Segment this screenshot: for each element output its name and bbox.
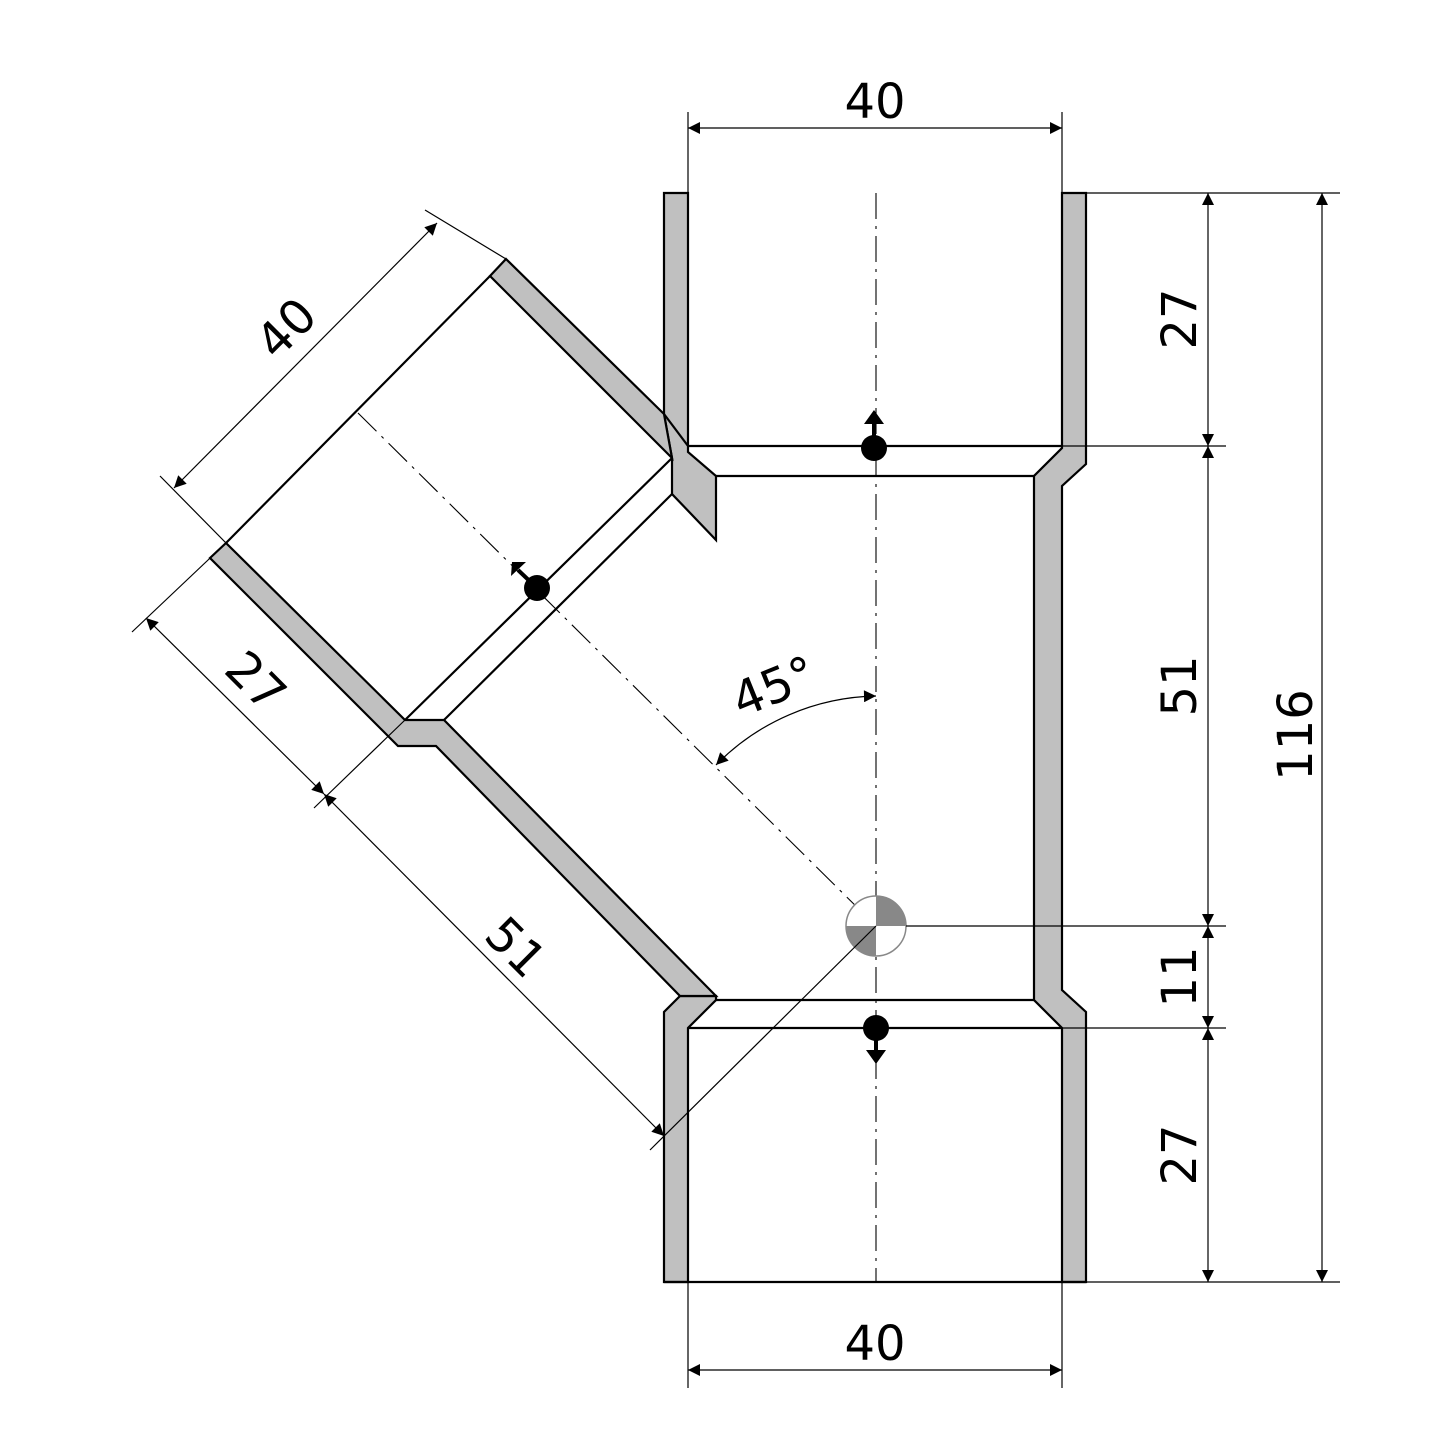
dim-branch-width: 40 — [245, 287, 328, 370]
main-right-wall — [1032, 191, 1088, 1284]
dimension-lines — [131, 112, 1340, 1388]
dim-top-width: 40 — [844, 74, 905, 130]
main-left-lower-wall — [662, 994, 718, 1284]
branch-lower-wall — [208, 541, 719, 998]
pin-arrow-down-icon — [863, 1015, 889, 1064]
pin-arrow-up-icon — [861, 410, 887, 461]
pin-arrow-branch-icon — [511, 562, 550, 601]
dim-branch-socket: 27 — [214, 640, 297, 723]
branch-upper-wall — [488, 257, 674, 462]
dim-branch-angle: 45° — [724, 645, 824, 729]
dim-top-socket: 27 — [1152, 288, 1208, 349]
dim-branch-length: 51 — [474, 906, 557, 989]
dim-bottom-width: 40 — [844, 1316, 905, 1372]
dim-bottom-socket: 27 — [1152, 1124, 1208, 1185]
crotch-wall — [662, 413, 718, 543]
pipe-walls — [208, 191, 1088, 1284]
center-lines — [357, 193, 877, 1282]
main-left-upper-wall — [662, 191, 690, 448]
dim-total-height: 116 — [1268, 689, 1324, 781]
dim-middle-length: 51 — [1152, 655, 1208, 716]
dim-lower-offset: 11 — [1152, 946, 1208, 1007]
